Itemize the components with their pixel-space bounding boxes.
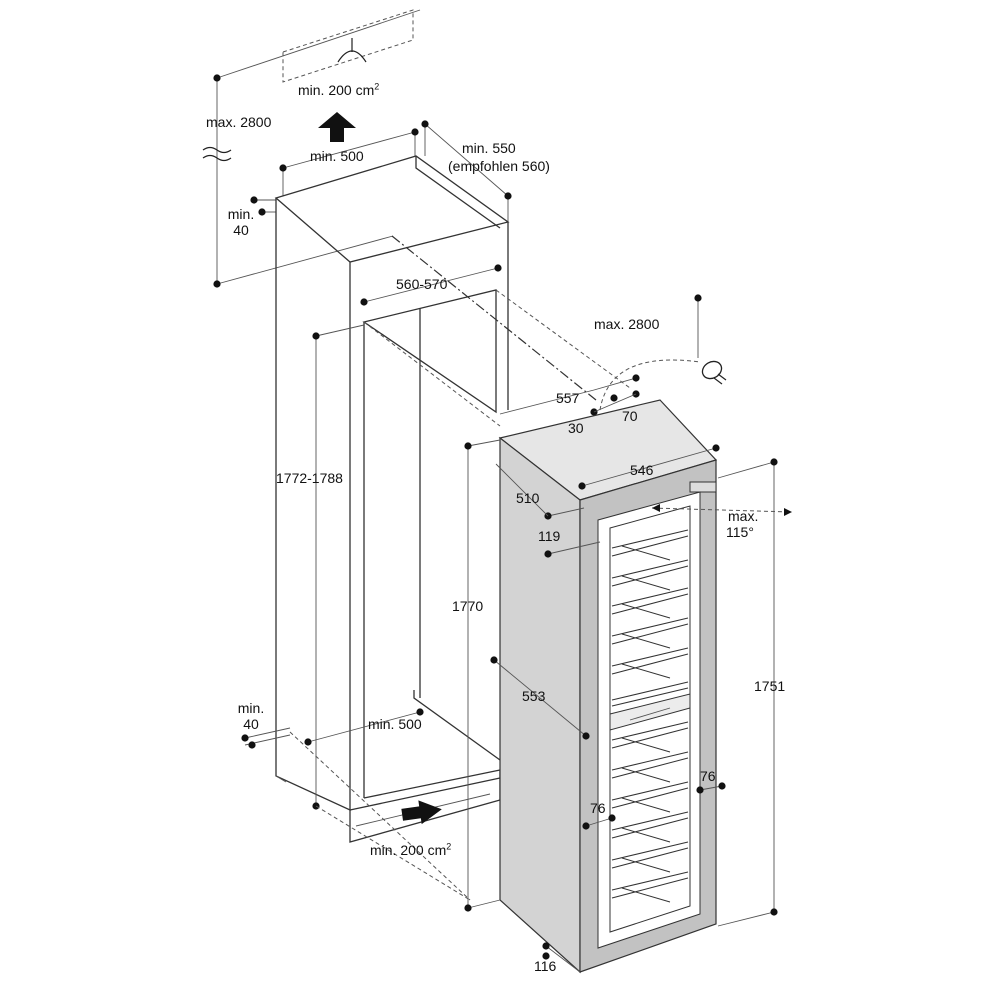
max-height-dimension-left xyxy=(202,9,421,288)
niche-width-bottom-label: min. 500 xyxy=(368,716,422,732)
handle-offset-dimensions xyxy=(582,782,726,830)
bottom-offset-dimension xyxy=(542,942,581,973)
inner-width-dimension xyxy=(360,264,502,306)
bottom-gap-value-label: 40 xyxy=(243,716,259,732)
door-angle-indicator xyxy=(651,504,793,516)
vent-bottom-area-sup: 2 xyxy=(446,841,452,852)
vent-top-area-label: min. 200 cm2 xyxy=(298,82,379,98)
wine-cabinet xyxy=(498,399,718,974)
niche-depth-dimension xyxy=(421,120,512,222)
bottom-gap-min-label: min. xyxy=(237,700,265,716)
niche-height-dimension xyxy=(312,324,365,810)
top-gap-value-label: 40 xyxy=(233,222,249,238)
cable-70-label: 70 xyxy=(622,408,638,424)
niche-width-top-dimension xyxy=(279,128,419,196)
appliance-height-front-dimension xyxy=(717,458,778,927)
top-depth-label: 557 xyxy=(556,390,580,406)
niche-height-label: 1772-1788 xyxy=(276,470,343,486)
dim-76-left-label: 76 xyxy=(590,800,606,816)
dim-76-right-label: 76 xyxy=(700,768,716,784)
depth-recommended-label: (empfohlen 560) xyxy=(448,158,550,174)
appliance-depth-dimension xyxy=(490,656,590,740)
appliance-height-front-label: 1751 xyxy=(754,678,786,694)
vent-in-arrow xyxy=(401,800,442,825)
depth-min-label: min. 550 xyxy=(462,140,516,156)
appliance-height-side-label: 1770 xyxy=(452,598,484,614)
appliance-height-side-dimension xyxy=(464,439,501,912)
vent-bottom-area-text: min. 200 cm xyxy=(370,842,447,858)
inner-width-label: 560-570 xyxy=(396,276,448,292)
vent-top-area-sup: 2 xyxy=(374,81,380,92)
door-angle-value-label: 115° xyxy=(726,524,754,540)
ceiling-vent-grille xyxy=(282,9,414,83)
vent-up-arrow xyxy=(318,112,356,142)
appliance-width-label: 546 xyxy=(630,462,654,478)
vent-top-area-text: min. 200 cm xyxy=(298,82,375,98)
max-height-cable-label: max. 2800 xyxy=(594,316,660,332)
power-cable xyxy=(599,294,702,411)
vent-bottom-area-label: min. 200 cm2 xyxy=(370,842,451,858)
niche-width-top-label: min. 500 xyxy=(310,148,364,164)
bottom-gap-dimension xyxy=(241,727,291,749)
dim-119-label: 119 xyxy=(538,528,561,544)
niche-cabinet xyxy=(274,155,510,843)
appliance-width-dimension xyxy=(578,444,720,490)
wine-shelves xyxy=(611,529,689,903)
niche-width-bottom-dimension xyxy=(304,708,424,746)
top-gap-dimension xyxy=(250,196,276,216)
appliance-depth-label: 553 xyxy=(522,688,546,704)
top-gap-min-label: min. xyxy=(227,206,255,222)
dim-510-label: 510 xyxy=(516,490,540,506)
cable-30-label: 30 xyxy=(568,420,584,436)
max-height-left-label: max. 2800 xyxy=(206,114,272,130)
door-offset-dimensions xyxy=(495,463,601,558)
alignment-guides xyxy=(289,235,631,901)
plug-icon xyxy=(701,360,727,385)
dim-116-label: 116 xyxy=(534,958,557,974)
door-angle-max-label: max. xyxy=(728,508,759,524)
